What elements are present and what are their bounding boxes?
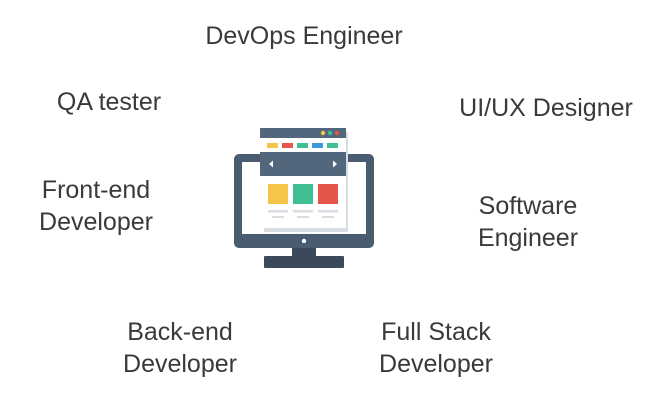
role-label-line: Front-end <box>41 176 151 204</box>
power-button-icon <box>301 238 307 244</box>
role-label-line: Developer <box>123 350 237 378</box>
role-label-line: Developer <box>39 208 153 236</box>
role-devops-engineer: DevOps Engineer <box>196 20 412 52</box>
computer-monitor-icon <box>234 128 374 268</box>
text-line <box>293 210 313 213</box>
role-label-line: Full Stack <box>381 318 491 346</box>
text-line <box>268 210 288 213</box>
role-label-line: Engineer <box>477 224 579 252</box>
role-qa-tester: QA tester <box>44 86 174 118</box>
nav-chip <box>297 143 308 148</box>
content-tile <box>293 184 313 204</box>
text-line <box>318 210 338 213</box>
slider-band <box>260 152 346 176</box>
browser-title-bar <box>260 128 346 138</box>
role-label-line: Software <box>478 192 578 220</box>
window-dot-icon <box>320 130 326 136</box>
role-back-end-developer: Back-end Developer <box>112 316 248 380</box>
role-ui-ux-designer: UI/UX Designer <box>446 92 646 124</box>
role-label-line: Back-end <box>127 318 233 346</box>
role-software-engineer: Software Engineer <box>464 190 592 254</box>
role-label-line: UI/UX Designer <box>459 94 633 122</box>
nav-chip <box>327 143 338 148</box>
nav-chip <box>312 143 323 148</box>
content-tile <box>318 184 338 204</box>
chevron-left-icon <box>269 160 273 168</box>
role-label-line: QA tester <box>56 88 162 116</box>
role-label-line: DevOps Engineer <box>205 22 403 50</box>
role-full-stack-developer: Full Stack Developer <box>366 316 506 380</box>
text-line <box>297 216 309 218</box>
chevron-right-icon <box>333 160 337 168</box>
window-dot-icon <box>334 130 340 136</box>
role-front-end-developer: Front-end Developer <box>26 174 166 238</box>
nav-chip <box>282 143 293 148</box>
text-line <box>272 216 284 218</box>
content-tile <box>268 184 288 204</box>
window-dot-icon <box>327 130 333 136</box>
role-label-line: Developer <box>379 350 493 378</box>
monitor-base <box>264 256 344 268</box>
text-line <box>322 216 334 218</box>
nav-chip <box>267 143 278 148</box>
